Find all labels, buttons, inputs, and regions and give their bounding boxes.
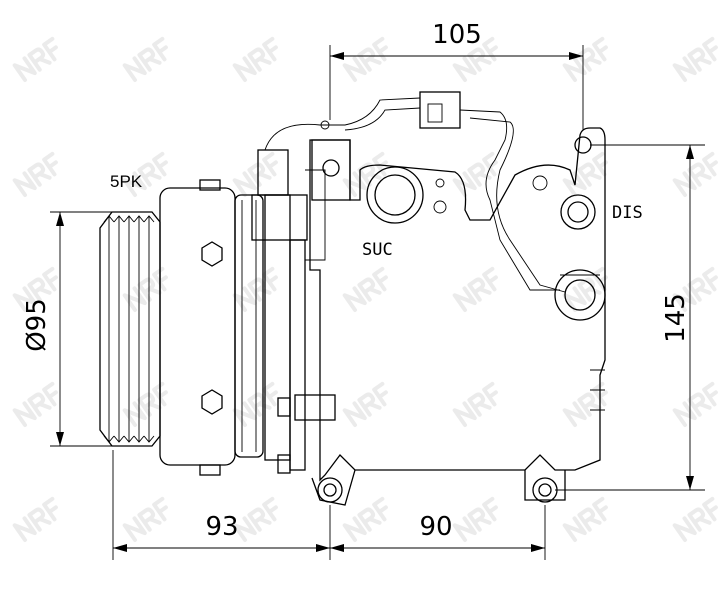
watermark-logo [232,496,278,542]
watermark-logo [452,496,498,542]
watermark-logo [12,151,58,197]
suction-port-label: SUC [362,240,393,260]
pulley-groove [133,215,145,443]
watermark-logo [122,496,168,542]
watermark-logo [672,381,718,427]
watermark-logo [452,266,498,312]
pulley-groove [143,215,155,443]
watermark-logo [122,381,168,427]
clutch-bolt-top [201,241,223,267]
dimension-lines [50,45,705,560]
watermark-logo [12,496,58,542]
belt-label: 5PK [110,172,143,191]
watermark-logo [122,266,168,312]
front-bracket [251,149,336,474]
watermark-logo [452,381,498,427]
watermark-logo [12,36,58,82]
watermark-layer [12,36,718,542]
watermark-logo [562,381,608,427]
clutch-housing [159,179,264,476]
watermark-logo [672,36,718,82]
dimension-diameter-95: Ø95 [22,298,52,352]
watermark-logo [232,151,278,197]
watermark-logo [672,496,718,542]
pulley [99,211,161,447]
watermark-logo [342,151,388,197]
watermark-logo [342,266,388,312]
pulley-groove [103,215,115,443]
dimension-145: 145 [661,293,691,343]
dimension-93: 93 [205,512,238,542]
watermark-logo [122,151,168,197]
dimension-105: 105 [432,20,482,50]
watermark-logo [122,36,168,82]
watermark-logo [562,496,608,542]
watermark-logo [232,36,278,82]
watermark-logo [562,36,608,82]
watermark-logo [342,496,388,542]
watermark-logo [342,36,388,82]
discharge-port-label: DIS [612,203,643,223]
compressor-body [264,91,606,506]
watermark-logo [452,151,498,197]
watermark-logo [12,266,58,312]
watermark-logo [342,381,388,427]
pulley-groove [123,215,135,443]
watermark-logo [672,266,718,312]
clutch-bolt-bottom [201,389,223,415]
watermark-logo [12,381,58,427]
pulley-groove [113,215,125,443]
dimension-90: 90 [419,512,452,542]
watermark-logo [672,151,718,197]
